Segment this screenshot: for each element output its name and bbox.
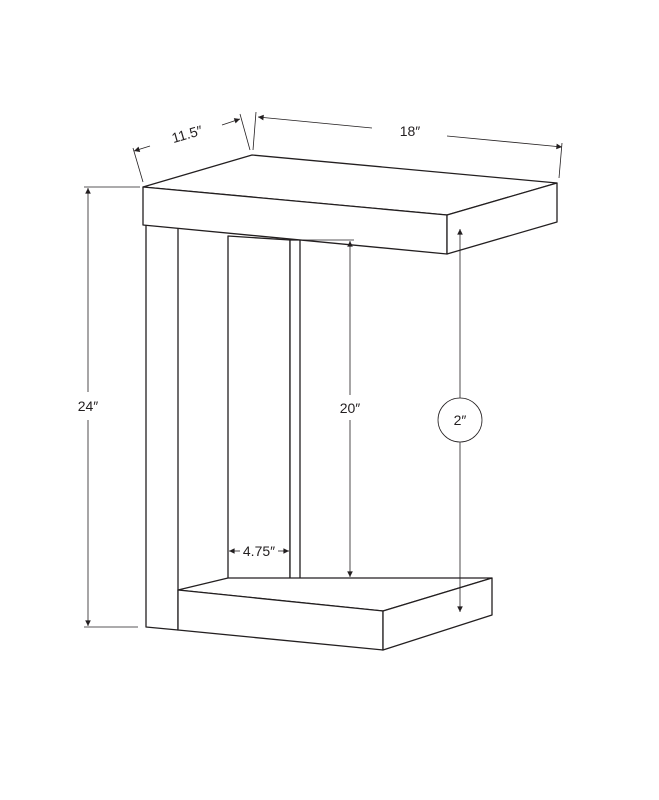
clearance-dimension: 20″ [302,239,361,579]
post-width-label: 4.75″ [243,543,275,559]
side-panel [145,224,179,631]
back-post [227,235,301,583]
clearance-label: 20″ [340,400,361,416]
table-top [142,154,558,255]
thickness-label: 2″ [454,412,467,428]
width-label: 18″ [400,123,421,139]
depth-label: 11.5″ [170,122,204,146]
width-dimension: 18″ [252,111,563,179]
base-slab [177,577,493,651]
thickness-callout: 2″ [437,229,483,612]
height-label: 24″ [78,398,99,414]
post-width-dimension: 4.75″ [229,543,290,559]
height-dimension: 24″ [78,186,140,628]
